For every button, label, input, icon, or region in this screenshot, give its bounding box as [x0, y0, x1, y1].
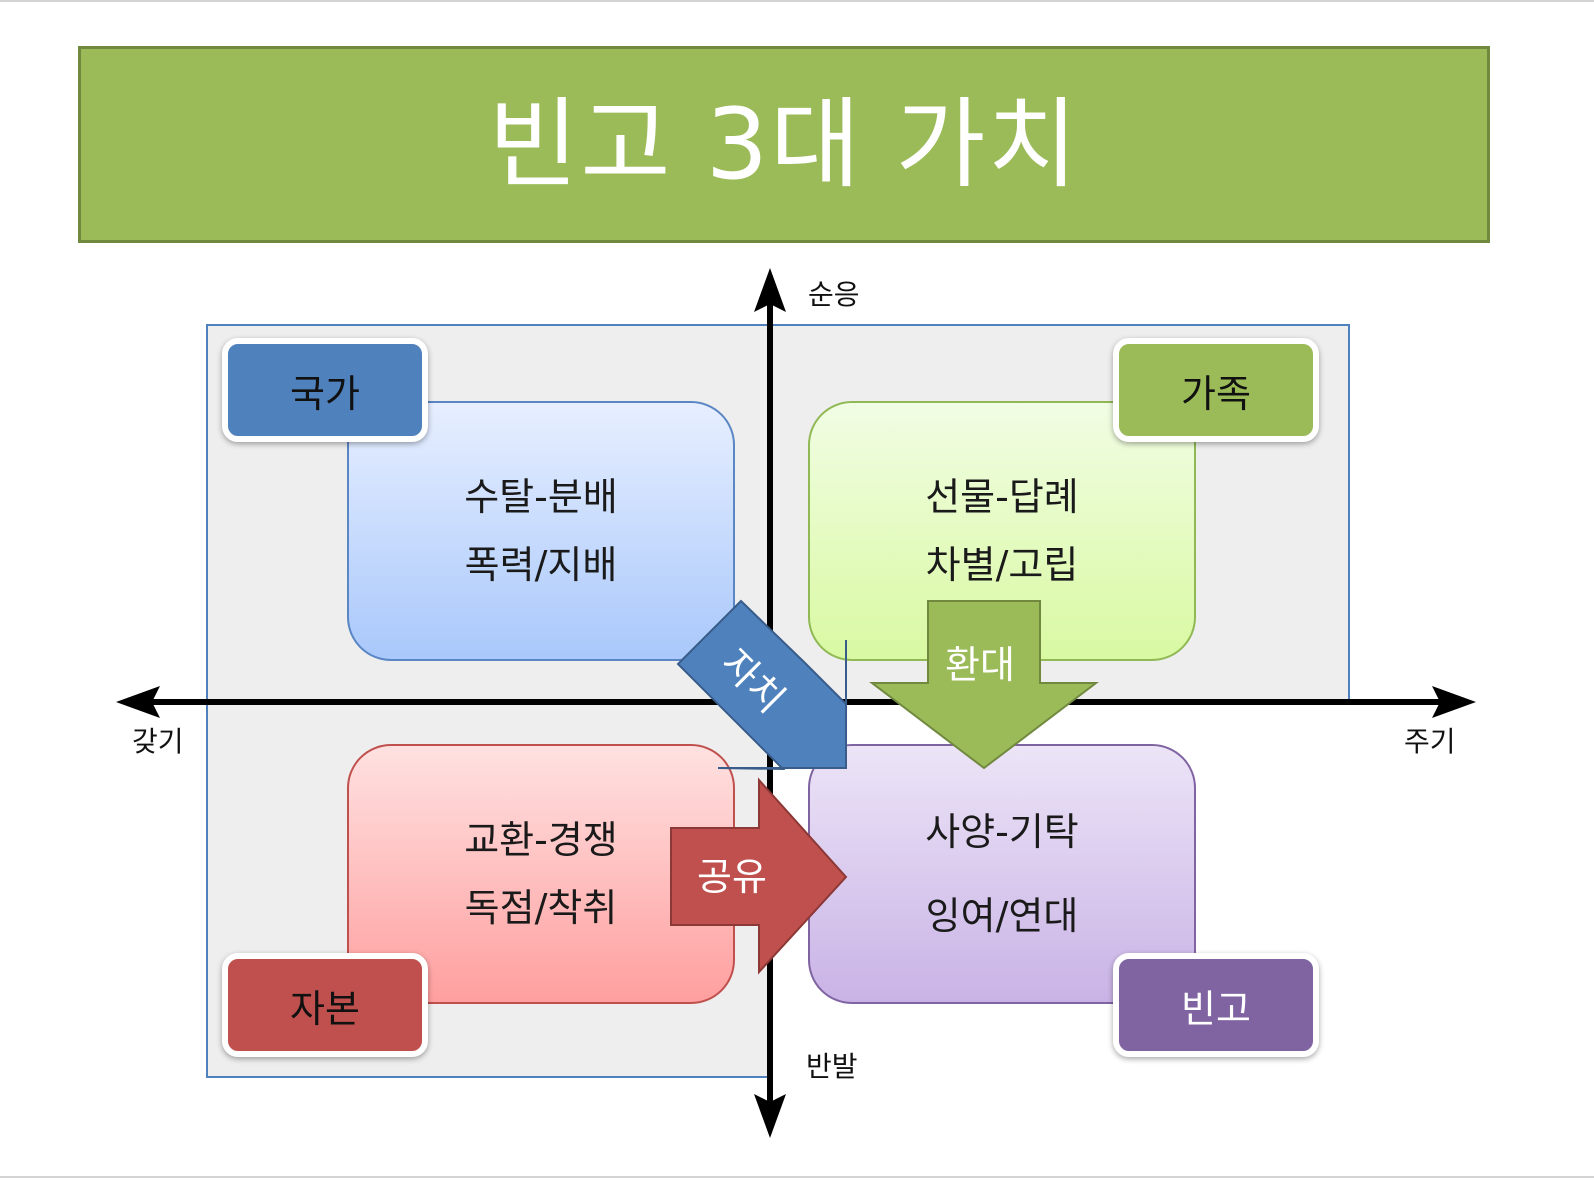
axis-label-left: 갖기	[132, 725, 184, 758]
axis-label-top: 순응	[808, 278, 860, 311]
tag-capital-label: 자본	[290, 986, 360, 1031]
axis-label-right: 주기	[1404, 725, 1456, 758]
tag-state-label: 국가	[290, 371, 360, 416]
axis-left-arrowhead	[116, 686, 160, 718]
hospitality-arrow	[869, 600, 1099, 770]
card-state-line2: 폭력/지배	[464, 543, 618, 587]
card-poverty-line2: 잉여/연대	[925, 894, 1079, 938]
card-capital-line2: 독점/착취	[464, 886, 618, 930]
title-banner: 빈고 3대 가치	[78, 46, 1490, 243]
axis-right-arrowhead	[1432, 686, 1476, 718]
tag-poverty: 빈고	[1113, 953, 1319, 1057]
axis-top-arrowhead	[754, 268, 786, 312]
tag-poverty-label: 빈고	[1181, 986, 1251, 1031]
tag-capital: 자본	[222, 953, 428, 1057]
tag-state: 국가	[222, 338, 428, 442]
hospitality-arrow-label: 환대	[945, 643, 1015, 687]
card-family-line2: 차별/고립	[925, 543, 1079, 587]
top-border-line	[0, 0, 1594, 2]
card-poverty-line1: 사양-기탁	[925, 810, 1079, 854]
sharing-arrow-label: 공유	[697, 855, 767, 899]
axis-bottom-arrowhead	[754, 1094, 786, 1138]
sharing-arrow	[670, 777, 848, 975]
tag-family-label: 가족	[1181, 371, 1251, 416]
bottom-border-line	[0, 1176, 1594, 1178]
axis-label-bottom: 반발	[806, 1050, 858, 1083]
card-state: 수탈-분배 폭력/지배	[347, 401, 735, 661]
card-state-line1: 수탈-분배	[464, 475, 618, 519]
page-title: 빈고 3대 가치	[488, 87, 1080, 202]
autonomy-arrow	[676, 599, 847, 771]
tag-family: 가족	[1113, 338, 1319, 442]
card-capital-line1: 교환-경쟁	[464, 818, 618, 862]
card-family-line1: 선물-답례	[925, 475, 1079, 519]
